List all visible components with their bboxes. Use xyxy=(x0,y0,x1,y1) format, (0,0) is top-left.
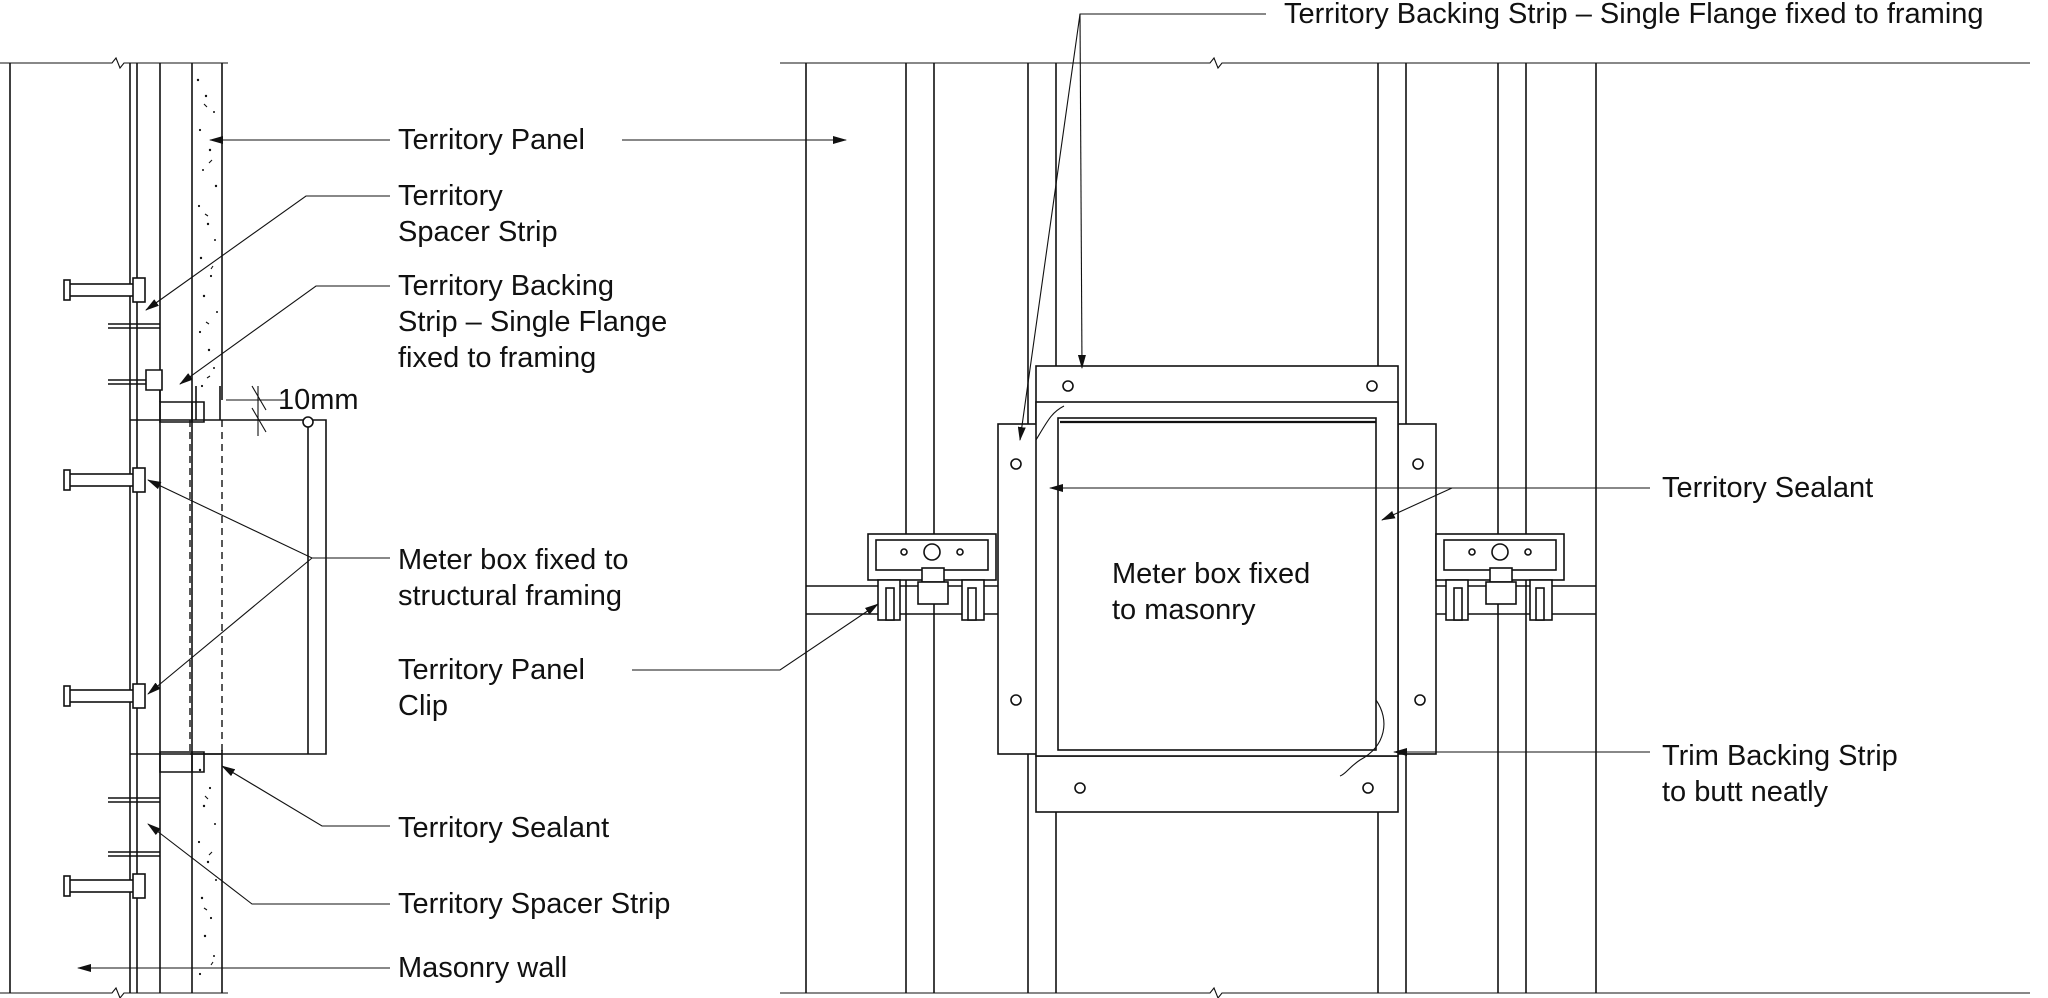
spacer-screws xyxy=(108,323,163,857)
label-backing-strip-left: Territory Backing Strip – Single Flange … xyxy=(398,270,668,374)
anchor-bolts xyxy=(63,277,146,899)
backing-strip-bottom xyxy=(1035,755,1399,813)
gap-dimension-lines xyxy=(226,385,286,436)
label-trim-backing-strip: Trim Backing Strip to butt neatly xyxy=(1662,740,1898,808)
meter-box-elevation xyxy=(1035,401,1399,777)
backing-strip-right xyxy=(1397,423,1437,755)
backing-strip-section-top xyxy=(159,382,205,423)
elevation-view xyxy=(780,56,2030,998)
label-masonry-wall: Masonry wall xyxy=(398,952,568,984)
label-sealant-right: Territory Sealant xyxy=(1662,472,1874,504)
spacer-strip-section xyxy=(136,63,193,993)
backing-strip-left xyxy=(997,423,1039,755)
label-meter-box-structural: Meter box fixed to structural framing xyxy=(398,544,629,612)
label-meter-box-masonry: Meter box fixed to masonry xyxy=(1112,558,1311,626)
framing-studs xyxy=(805,63,1597,993)
label-sealant-left: Territory Sealant xyxy=(398,812,610,844)
section-view xyxy=(0,56,327,998)
label-spacer-strip-bottom: Territory Spacer Strip xyxy=(398,888,671,920)
label-panel-clip: Territory Panel Clip xyxy=(398,654,585,722)
sealant-section xyxy=(190,386,222,755)
label-territory-panel: Territory Panel xyxy=(398,124,585,156)
label-spacer-strip-top: Territory Spacer Strip xyxy=(398,180,558,248)
masonry-wall xyxy=(9,63,131,993)
backing-strip-section-bottom xyxy=(159,751,205,773)
territory-panel-section xyxy=(196,63,223,993)
label-backing-strip-top: Territory Backing Strip – Single Flange … xyxy=(1284,0,1984,30)
panel-clip-right xyxy=(1435,533,1565,621)
label-gap-dimension: 10mm xyxy=(278,384,359,416)
leader-lines xyxy=(77,13,1650,972)
panel-clip-left xyxy=(867,533,997,621)
